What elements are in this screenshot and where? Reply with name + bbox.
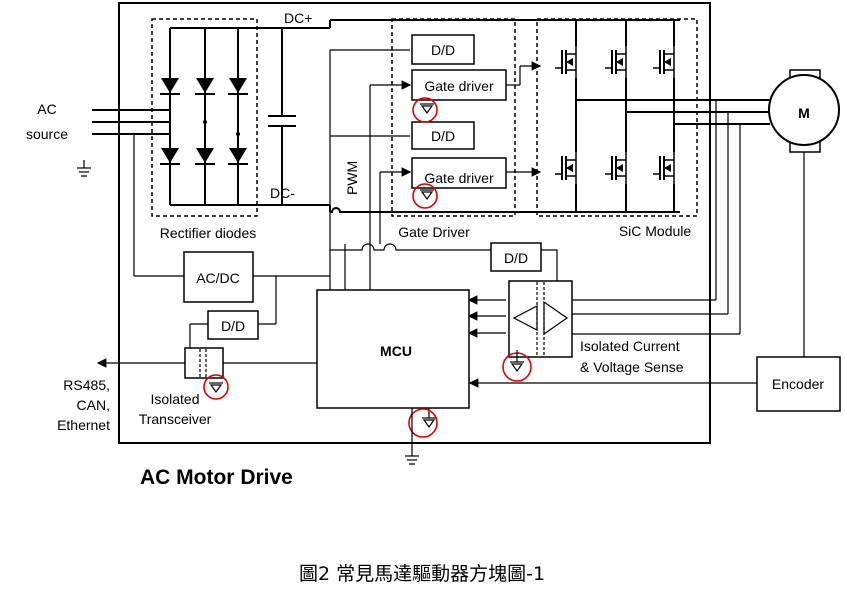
dd-label: D/D	[221, 318, 245, 334]
gate-driver-top	[411, 69, 507, 101]
diode-icon	[194, 147, 216, 165]
drive-title: AC Motor Drive	[140, 466, 293, 489]
encoder-block	[756, 356, 841, 412]
dc-bus: DC+ DC-	[268, 10, 540, 213]
ac-source: AC source	[26, 101, 170, 177]
comm-label-3: Ethernet	[57, 417, 110, 433]
isolated-transceiver: Isolated Transceiver	[96, 347, 317, 427]
mcu-label: MCU	[380, 343, 412, 359]
sic-mosfet-icon	[604, 151, 627, 185]
dd-converter-sense	[490, 242, 542, 272]
dd-converter-top	[411, 34, 475, 65]
comm-label-2: CAN,	[77, 397, 110, 413]
dc-plus-label: DC+	[284, 10, 312, 26]
isolation-ground-marker	[203, 374, 229, 400]
isolated-sense-label-2: & Voltage Sense	[580, 359, 684, 375]
isolation-ground-marker	[408, 408, 438, 438]
gate-driver-block-label: Gate Driver	[398, 224, 470, 240]
dd-converter-transceiver	[207, 310, 259, 340]
diode-icon	[227, 147, 249, 165]
ac-source-label-1: AC	[37, 101, 56, 117]
sic-mosfet-icon	[652, 151, 675, 185]
acdc-label: AC/DC	[196, 270, 240, 286]
transceiver-label-2: Transceiver	[139, 411, 212, 427]
dd-label: D/D	[431, 128, 455, 144]
dd-label: D/D	[431, 42, 455, 58]
diode-icon	[159, 147, 181, 165]
isolated-sense-block: Isolated Current & Voltage Sense	[467, 280, 684, 382]
diode-icon	[227, 77, 249, 95]
gate-driver-label: Gate driver	[424, 170, 494, 186]
isolated-sense-label-1: Isolated Current	[580, 338, 680, 354]
drive-enclosure	[118, 2, 711, 444]
figure-caption: 圖2 常見馬達驅動器方塊圖-1	[299, 563, 545, 585]
gate-driver-bottom	[411, 157, 507, 189]
dd-label: D/D	[504, 250, 528, 266]
sic-mosfet-icon	[604, 45, 627, 79]
mcu-block	[316, 289, 470, 409]
motor: M	[768, 69, 840, 357]
transceiver-label-1: Isolated	[150, 391, 199, 407]
rectifier-label: Rectifier diodes	[160, 225, 257, 241]
sic-mosfet-icon	[652, 45, 675, 79]
diode-icon	[194, 77, 216, 95]
diode-icon	[159, 77, 181, 95]
sic-module-block: SiC Module	[536, 18, 770, 239]
comm-label-1: RS485,	[63, 377, 110, 393]
isolation-ground-marker	[412, 97, 438, 123]
dd-converter-bottom	[411, 121, 475, 150]
motor-label: M	[798, 105, 810, 121]
gate-driver-label: Gate driver	[424, 78, 494, 94]
sic-mosfet-icon	[554, 45, 577, 79]
rectifier-block: Rectifier diodes	[151, 18, 330, 241]
sic-module-label: SiC Module	[619, 223, 692, 239]
encoder-label: Encoder	[772, 376, 824, 392]
sic-mosfet-icon	[554, 151, 577, 185]
isolation-ground-marker	[412, 183, 438, 209]
acdc-converter	[183, 251, 254, 303]
gate-driver-block: D/D Gate driver D/D Gate driver Gate Dri…	[330, 18, 542, 290]
pwm-label: PWM	[344, 161, 360, 195]
ac-source-label-2: source	[26, 126, 68, 142]
